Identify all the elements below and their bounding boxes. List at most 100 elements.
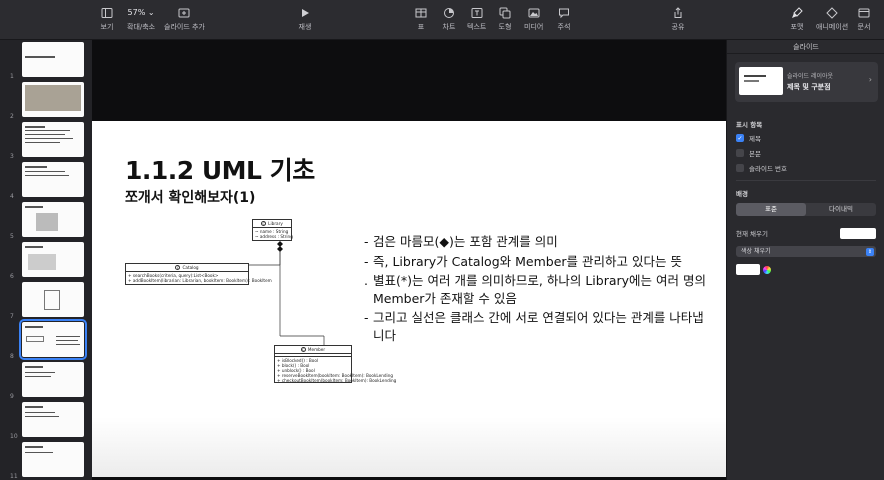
text-button[interactable]: 텍스트 [467, 6, 486, 32]
shape-button[interactable]: 도형 [498, 6, 512, 32]
slide-thumbnail-selected[interactable]: 8 [0, 319, 92, 360]
inspector-title: 슬라이드 [727, 40, 884, 54]
toolbar: 보기 57% ⌄ 확대/축소 슬라이드 추가 재생 표 차트 텍스트 도형 미디… [0, 0, 884, 40]
document-icon [857, 6, 871, 19]
slide-thumbnail-image [22, 402, 84, 437]
slide-thumbnail[interactable]: 2 [0, 82, 92, 120]
member-method: + block() : Bool [277, 363, 310, 368]
format-button[interactable]: 포맷 [790, 6, 804, 32]
slide-title[interactable]: 1.1.2 UML 기초 [125, 156, 315, 185]
class-icon: C [300, 347, 306, 352]
bullet-item: .별표(*)는 여러 개를 의미하므로, 하나의 Library에는 여러 명의… [364, 273, 706, 306]
member-method: + isBlocked() : Bool [277, 358, 319, 363]
color-wheel-icon[interactable] [762, 264, 772, 275]
background-section-label: 배경 [736, 190, 748, 198]
view-label: 보기 [100, 23, 114, 31]
chevron-updown-icon: ⇕ [866, 247, 874, 256]
slide-thumbnail[interactable]: 10 [0, 402, 92, 440]
slide-number: 1 [10, 73, 14, 80]
slide-number: 10 [10, 433, 18, 440]
media-label: 미디어 [524, 23, 544, 31]
slide-subtitle[interactable]: 쪼개서 확인해보자(1) [125, 190, 256, 206]
format-label: 포맷 [790, 23, 804, 31]
standard-tab[interactable]: 표준 [736, 203, 806, 216]
media-button[interactable]: 미디어 [524, 6, 543, 32]
fill-color-well[interactable] [840, 228, 876, 239]
catalog-method: + addBookItem(librarian: Librarian, book… [128, 278, 272, 283]
show-section-label: 표시 항목 [736, 121, 763, 129]
share-button[interactable]: 공유 [671, 6, 685, 32]
bullet-item: -검은 마름모(◆)는 포함 관계를 의미 [364, 234, 558, 249]
chevron-right-icon: › [868, 75, 872, 84]
dynamic-tab[interactable]: 다이내믹 [829, 205, 853, 213]
slide-thumbnail[interactable]: 3 [0, 122, 92, 160]
slide-number: 4 [10, 193, 14, 200]
fill-type-select[interactable]: 색상 채우기 ⇕ [736, 246, 876, 257]
layout-label: 슬라이드 레이아웃 [787, 73, 834, 80]
member-method: + unblock() : Bool [277, 368, 315, 373]
text-icon [470, 6, 484, 19]
zoom-control[interactable]: 57% ⌄ 확대/축소 [127, 6, 155, 32]
slide-shadow [92, 417, 726, 477]
add-slide-label: 슬라이드 추가 [164, 23, 205, 31]
slide-number: 3 [10, 153, 14, 160]
slide-number: 11 [10, 473, 18, 480]
slide-thumbnail-image [19, 319, 87, 360]
slide-number-checkbox[interactable]: 슬라이드 번호 [736, 163, 787, 173]
bullet-item: -그리고 실선은 클래스 간에 서로 연결되어 있다는 관계를 나타냅니다 [364, 310, 704, 343]
animate-button[interactable]: 애니메이션 [816, 6, 848, 32]
slide-number: 2 [10, 113, 14, 120]
comment-button[interactable]: 주석 [557, 6, 571, 32]
title-checkbox[interactable]: ✓제목 [736, 134, 761, 143]
share-icon [671, 6, 685, 19]
chart-button[interactable]: 차트 [442, 6, 456, 32]
color-row [736, 264, 772, 275]
play-label: 재생 [298, 23, 312, 31]
slide-body[interactable]: -검은 마름모(◆)는 포함 관계를 의미 -즉, Library가 Catal… [364, 233, 714, 344]
class-icon: C [261, 221, 267, 226]
slide-thumbnail[interactable]: 1 [0, 42, 92, 80]
slide-number: 5 [10, 233, 14, 240]
format-inspector: 슬라이드 슬라이드 레이아웃 제목 및 구분점 › 표시 항목 ✓제목 본문 슬… [726, 40, 884, 480]
color-swatch[interactable] [736, 264, 760, 275]
shape-label: 도형 [498, 23, 512, 31]
layout-thumbnail [739, 67, 783, 95]
slide-thumbnail[interactable]: 5 [0, 202, 92, 240]
background-mode-segmented[interactable]: 표준 다이내믹 [736, 203, 876, 216]
slide-thumbnail-image [22, 82, 84, 117]
document-button[interactable]: 문서 [857, 6, 871, 32]
zoom-label: 확대/축소 [127, 23, 156, 31]
bullet-item: -즉, Library가 Catalog와 Member를 관리하고 있다는 뜻 [364, 253, 682, 269]
text-label: 텍스트 [467, 23, 487, 31]
document-label: 문서 [857, 23, 871, 31]
comment-label: 주석 [557, 23, 571, 31]
view-button[interactable]: 보기 [100, 6, 114, 32]
slide-thumbnail[interactable]: 6 [0, 242, 92, 280]
catalog-method: + searchBooks(criteria, query):List<Book… [128, 273, 219, 278]
catalog-class-name: Catalog [182, 265, 199, 270]
paintbrush-icon [790, 6, 804, 19]
slide-thumbnail-image [22, 282, 84, 317]
slide-thumbnail[interactable]: 7 [0, 282, 92, 320]
chart-label: 차트 [442, 23, 456, 31]
library-attr: ~ name : String [255, 229, 289, 234]
add-slide-button[interactable]: 슬라이드 추가 [164, 6, 205, 32]
library-class-name: Library [268, 221, 283, 226]
slide-layout-picker[interactable]: 슬라이드 레이아웃 제목 및 구분점 › [735, 62, 878, 102]
body-checkbox[interactable]: 본문 [736, 148, 761, 158]
table-button[interactable]: 표 [414, 6, 428, 32]
slide-thumbnail[interactable]: 4 [0, 162, 92, 200]
play-button[interactable]: 재생 [298, 6, 312, 32]
chart-icon [442, 6, 456, 19]
table-icon [414, 6, 428, 19]
class-icon: C [175, 265, 181, 270]
fill-label: 현재 채우기 [736, 230, 768, 238]
slide-number: 7 [10, 313, 14, 320]
slide-thumbnail[interactable]: 11 [0, 442, 92, 480]
slide-thumbnail[interactable]: 9 [0, 362, 92, 400]
slide-thumbnail-image [22, 162, 84, 197]
